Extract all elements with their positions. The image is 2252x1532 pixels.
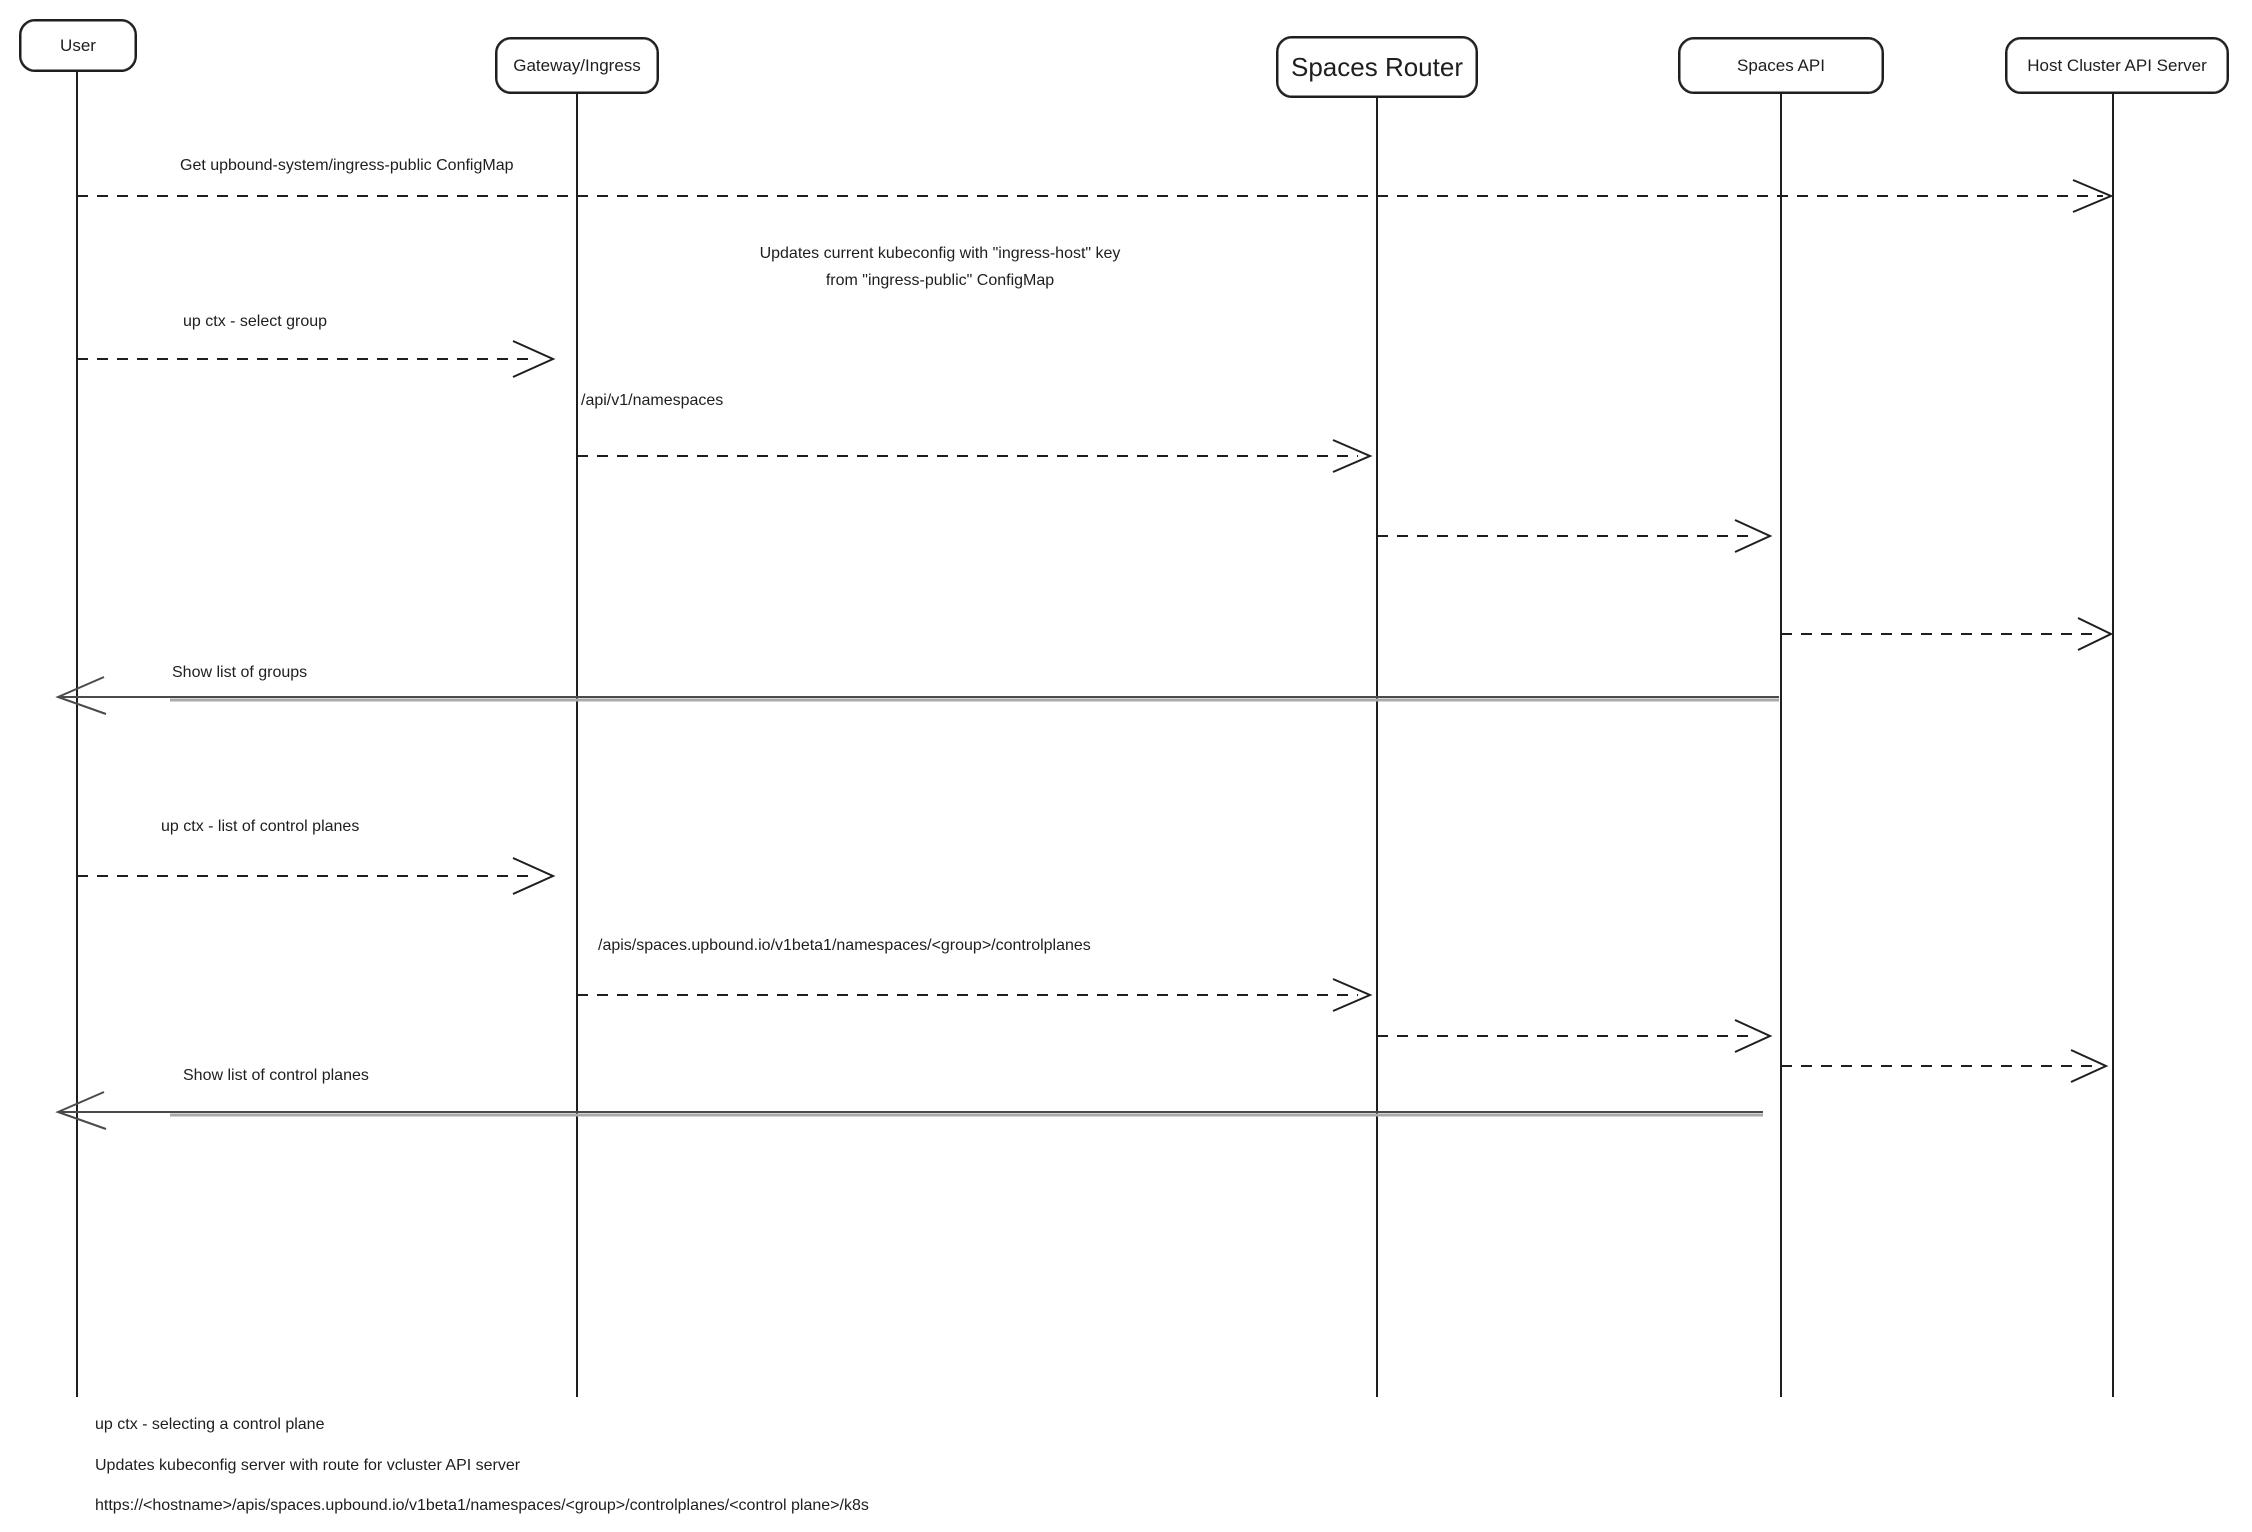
message-label-get-configmap: Get upbound-system/ingress-public Config… [180, 157, 514, 174]
footer-updates-kubeconfig: Updates kubeconfig server with route for… [95, 1457, 521, 1474]
arrow-router-to-api-2 [1377, 1019, 1773, 1053]
note-kubeconfig-update-line1: Updates current kubeconfig with "ingress… [759, 245, 1121, 262]
arrow-show-groups [55, 676, 1779, 715]
arrow-show-control-planes [55, 1091, 1763, 1130]
actor-host-cluster-api-server-label: Host Cluster API Server [2027, 55, 2207, 75]
actor-gateway-ingress-label: Gateway/Ingress [513, 55, 641, 75]
footer-vcluster-url: https://<hostname>/apis/spaces.upbound.i… [95, 1497, 869, 1514]
message-label-controlplanes-path: /apis/spaces.upbound.io/v1beta1/namespac… [598, 937, 1091, 954]
message-label-show-control-planes: Show list of control planes [183, 1067, 369, 1084]
actor-spaces-router: Spaces Router [1276, 36, 1478, 98]
actor-gateway-ingress: Gateway/Ingress [495, 37, 659, 94]
actor-user: User [19, 19, 137, 72]
note-kubeconfig-update-line2: from "ingress-public" ConfigMap [825, 272, 1055, 289]
actor-spaces-api: Spaces API [1678, 37, 1884, 94]
actor-user-label: User [60, 35, 96, 55]
message-label-list-control-planes: up ctx - list of control planes [161, 818, 360, 835]
arrow-api-to-host-2 [1781, 1049, 2109, 1083]
arrow-select-group [77, 340, 556, 378]
message-label-show-groups: Show list of groups [172, 664, 308, 681]
arrow-api-to-host-1 [1781, 617, 2114, 651]
arrow-namespaces [577, 439, 1373, 473]
actor-spaces-api-label: Spaces API [1737, 55, 1825, 75]
actor-spaces-router-label: Spaces Router [1291, 51, 1463, 82]
arrow-get-configmap [77, 179, 2114, 213]
arrow-controlplanes-path [577, 978, 1373, 1012]
note-kubeconfig-update: Updates current kubeconfig with "ingress… [700, 240, 1180, 294]
actor-host-cluster-api-server: Host Cluster API Server [2005, 37, 2229, 94]
arrow-router-to-api-1 [1377, 519, 1773, 553]
message-label-select-group: up ctx - select group [183, 313, 328, 330]
arrow-list-control-planes [77, 857, 556, 895]
footer-selecting-control-plane: up ctx - selecting a control plane [95, 1416, 325, 1433]
message-label-namespaces-path: /api/v1/namespaces [581, 392, 724, 409]
